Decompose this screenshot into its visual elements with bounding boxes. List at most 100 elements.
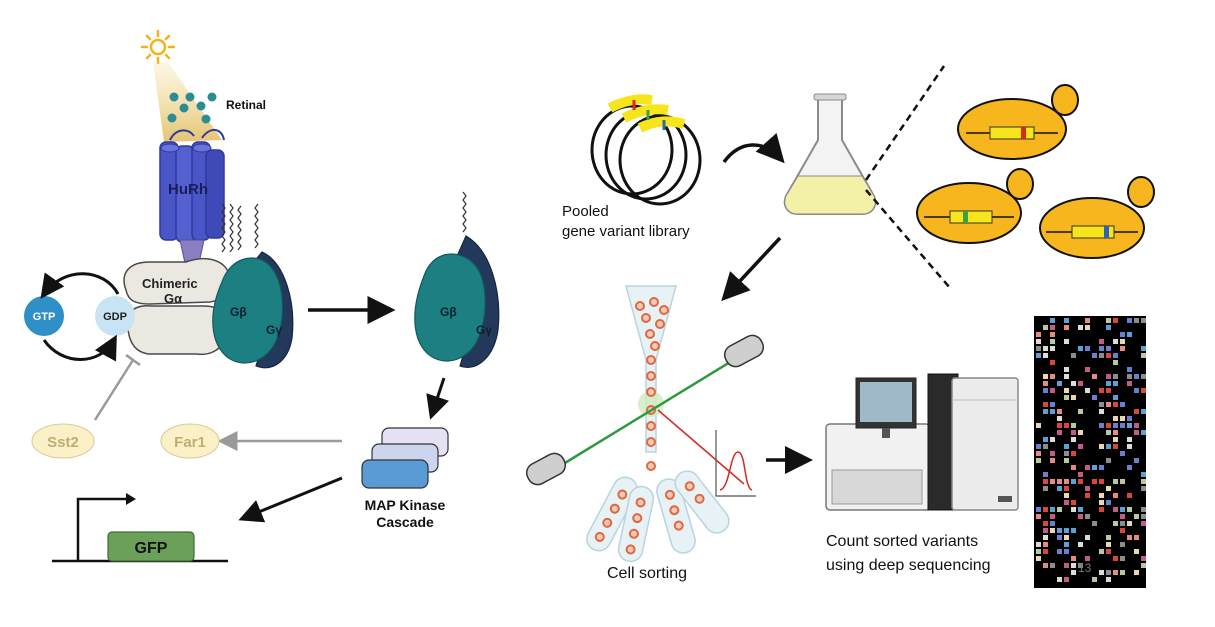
yeast-cell-blue bbox=[1039, 176, 1155, 259]
free-gbeta-label: Gβ bbox=[440, 305, 457, 319]
heatmap-cell bbox=[1106, 444, 1111, 449]
heatmap-cell bbox=[1071, 500, 1076, 505]
heatmap-cell bbox=[1099, 402, 1104, 407]
heatmap-cell bbox=[1106, 486, 1111, 491]
heatmap-cell bbox=[1113, 430, 1118, 435]
heatmap-cell bbox=[1043, 444, 1048, 449]
heatmap-cell bbox=[1057, 479, 1062, 484]
heatmap-cell bbox=[1036, 444, 1041, 449]
heatmap-cell bbox=[1050, 521, 1055, 526]
heatmap-cell bbox=[1064, 395, 1069, 400]
heatmap-cell bbox=[1113, 339, 1118, 344]
heatmap-cell bbox=[1141, 556, 1146, 561]
heatmap-cell bbox=[1057, 549, 1062, 554]
yeast-cell-red bbox=[957, 84, 1079, 160]
heatmap-cell bbox=[1050, 409, 1055, 414]
free-lipid-anchor bbox=[462, 191, 467, 233]
count-label-line1: Count sorted variants bbox=[826, 533, 978, 550]
gdp-label: GDP bbox=[103, 311, 127, 323]
heatmap-cell bbox=[1141, 374, 1146, 379]
heatmap-cell bbox=[1085, 346, 1090, 351]
heatmap-cell bbox=[1085, 535, 1090, 540]
heatmap-cell bbox=[1071, 381, 1076, 386]
heatmap-cell bbox=[1085, 318, 1090, 323]
heatmap-cell bbox=[1050, 374, 1055, 379]
heatmap-cell bbox=[1106, 577, 1111, 582]
heatmap-cell bbox=[1141, 472, 1146, 477]
heatmap-cell bbox=[1106, 346, 1111, 351]
heatmap-cell bbox=[1071, 395, 1076, 400]
heatmap-cell bbox=[1050, 388, 1055, 393]
heatmap-cell bbox=[1036, 556, 1041, 561]
heatmap-cell bbox=[1120, 332, 1125, 337]
heatmap-cell bbox=[1092, 395, 1097, 400]
heatmap-cell bbox=[1113, 570, 1118, 575]
pooled-label-line1: Pooled bbox=[562, 203, 609, 220]
heatmap-cell bbox=[1141, 507, 1146, 512]
collection-tubes bbox=[586, 470, 730, 563]
heatmap-cell bbox=[1113, 360, 1118, 365]
heatmap-cell bbox=[1134, 318, 1139, 323]
laser-icon bbox=[525, 334, 765, 486]
heatmap-cell bbox=[1127, 374, 1132, 379]
heatmap-cell bbox=[1106, 374, 1111, 379]
heatmap-cell bbox=[1113, 353, 1118, 358]
heatmap-cell bbox=[1127, 444, 1132, 449]
heatmap-cell bbox=[1043, 353, 1048, 358]
heatmap-cell bbox=[1099, 549, 1104, 554]
heatmap-cell bbox=[1036, 353, 1041, 358]
free-gbeta-gamma bbox=[414, 235, 500, 368]
heatmap-cell bbox=[1050, 402, 1055, 407]
mapk-cascade-icon bbox=[361, 427, 449, 489]
heatmap-cell bbox=[1036, 458, 1041, 463]
heatmap-cell bbox=[1092, 353, 1097, 358]
heatmap-cell bbox=[1127, 465, 1132, 470]
heatmap-cell bbox=[1134, 430, 1139, 435]
heatmap-cell bbox=[1064, 542, 1069, 547]
heatmap-cell bbox=[1120, 416, 1125, 421]
heatmap-cell bbox=[1057, 507, 1062, 512]
heatmap-cell bbox=[1099, 493, 1104, 498]
scatter-signal bbox=[657, 409, 756, 497]
heatmap-cell bbox=[1036, 514, 1041, 519]
heatmap-cell bbox=[1092, 479, 1097, 484]
flask-icon bbox=[783, 93, 877, 215]
heatmap-cell bbox=[1099, 570, 1104, 575]
heatmap-cell bbox=[1106, 458, 1111, 463]
heatmap-cell bbox=[1078, 381, 1083, 386]
heatmap-cell bbox=[1113, 437, 1118, 442]
heatmap-cell bbox=[1106, 549, 1111, 554]
gdp-to-gtp-arrow bbox=[42, 334, 117, 362]
heatmap-cell bbox=[1106, 402, 1111, 407]
heatmap-cell bbox=[1134, 458, 1139, 463]
heatmap-cell bbox=[1078, 430, 1083, 435]
heatmap-cell bbox=[1085, 388, 1090, 393]
heatmap-cell bbox=[1064, 479, 1069, 484]
heatmap-cell bbox=[1036, 507, 1041, 512]
heatmap-cell bbox=[1106, 381, 1111, 386]
heatmap-cell bbox=[1113, 423, 1118, 428]
heatmap-cell bbox=[1127, 416, 1132, 421]
heatmap-cell bbox=[1120, 346, 1125, 351]
heatmap-cell bbox=[1057, 528, 1062, 533]
heatmap-cell bbox=[1120, 339, 1125, 344]
far1-node bbox=[160, 423, 220, 459]
plasmid-library-icon bbox=[590, 94, 702, 206]
heatmap-cell bbox=[1113, 521, 1118, 526]
heatmap-cell bbox=[1141, 409, 1146, 414]
heatmap-cell bbox=[1064, 423, 1069, 428]
heatmap-cell bbox=[1064, 318, 1069, 323]
heatmap-cell bbox=[1127, 332, 1132, 337]
heatmap-cell bbox=[1113, 444, 1118, 449]
heatmap-cell bbox=[1071, 556, 1076, 561]
heatmap-cell bbox=[1043, 549, 1048, 554]
heatmap-cell bbox=[1113, 318, 1118, 323]
heatmap-cell bbox=[1064, 444, 1069, 449]
receptor-hurh bbox=[159, 129, 225, 269]
receptor-label: HuRh bbox=[168, 181, 208, 198]
heatmap-cell bbox=[1134, 570, 1139, 575]
heatmap-cell bbox=[1043, 402, 1048, 407]
heatmap-cell bbox=[1120, 423, 1125, 428]
heatmap-cell bbox=[1057, 381, 1062, 386]
